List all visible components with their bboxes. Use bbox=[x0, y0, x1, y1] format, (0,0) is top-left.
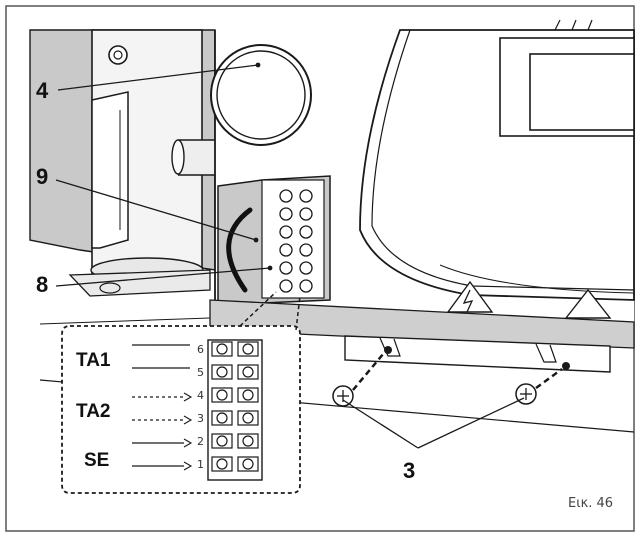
ta2-wires bbox=[132, 392, 193, 425]
leader-8 bbox=[55, 267, 271, 287]
pin-number-6: 6 bbox=[197, 343, 204, 356]
leader-4 bbox=[57, 64, 259, 91]
callout-9: 9 bbox=[36, 164, 48, 189]
label-ta1: TA1 bbox=[76, 350, 111, 371]
callout-3: 3 bbox=[403, 458, 415, 483]
label-ta2: TA2 bbox=[76, 401, 110, 422]
screw-icon-left bbox=[332, 385, 354, 407]
leader-9 bbox=[55, 179, 257, 241]
cover-plate bbox=[344, 335, 611, 373]
callout-8: 8 bbox=[36, 272, 48, 297]
callout-4: 4 bbox=[36, 78, 49, 103]
warning-triangle-icon-2 bbox=[564, 288, 612, 319]
pin-number-4: 4 bbox=[197, 389, 204, 402]
label-se: SE bbox=[84, 450, 109, 471]
display-window bbox=[499, 37, 635, 137]
leader-3b bbox=[417, 397, 525, 449]
leader-3a bbox=[342, 399, 419, 449]
round-port bbox=[210, 44, 312, 146]
pin-number-1: 1 bbox=[197, 458, 204, 471]
figure-caption: Εικ. 46 bbox=[568, 496, 613, 511]
terminal-screws bbox=[211, 341, 259, 472]
ta1-wires bbox=[132, 344, 190, 369]
se-wires bbox=[132, 438, 193, 471]
terminal-cutout bbox=[217, 175, 331, 306]
warning-triangle-icon bbox=[446, 280, 494, 313]
pin-number-5: 5 bbox=[197, 366, 204, 379]
pin-number-3: 3 bbox=[197, 412, 204, 425]
pin-number-2: 2 bbox=[197, 435, 204, 448]
device-screw-terminals bbox=[279, 189, 313, 293]
